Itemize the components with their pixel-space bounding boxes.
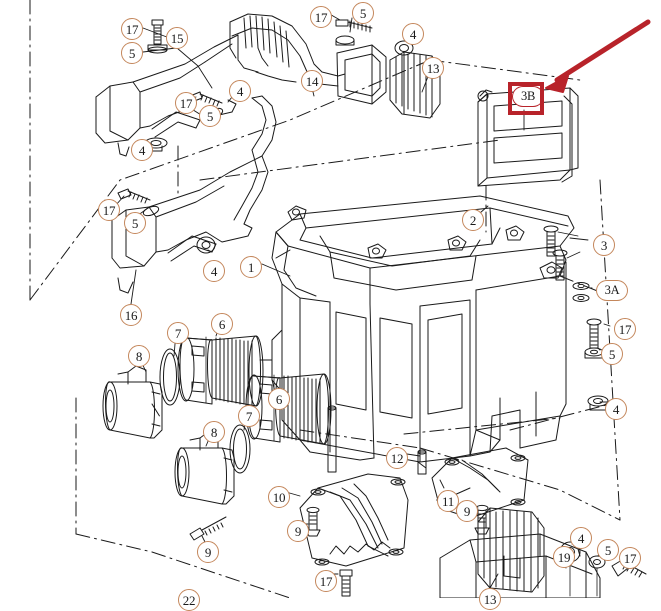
callout-6: 6 xyxy=(211,313,233,335)
part-bolt-17-left2 xyxy=(117,188,151,204)
callout-17: 17 xyxy=(619,547,641,569)
callout-16: 16 xyxy=(120,304,142,326)
part-screw-3-upper xyxy=(543,225,579,257)
callout-4: 4 xyxy=(402,23,424,45)
callout-5: 5 xyxy=(199,105,221,127)
part-bolt-17-bottom xyxy=(339,569,353,597)
callout-5: 5 xyxy=(121,42,143,64)
callout-4: 4 xyxy=(131,139,153,161)
callout-3b: 3B xyxy=(512,86,544,107)
part-cover-plate-3B xyxy=(477,87,579,187)
callout-2: 2 xyxy=(462,209,484,231)
callout-1: 1 xyxy=(240,256,262,278)
callout-4: 4 xyxy=(229,80,251,102)
callout-4: 4 xyxy=(570,527,592,549)
callout-7: 7 xyxy=(167,322,189,344)
callout-8: 8 xyxy=(203,421,225,443)
callout-9: 9 xyxy=(197,541,219,563)
callout-17: 17 xyxy=(98,199,120,221)
callout-10: 10 xyxy=(268,486,290,508)
callout-4: 4 xyxy=(605,398,627,420)
part-air-guide-19 xyxy=(439,533,601,598)
callout-17: 17 xyxy=(175,92,197,114)
part-bolt-17-top2 xyxy=(335,19,373,33)
part-seal-ring-7-upper xyxy=(159,348,181,406)
callout-5: 5 xyxy=(124,212,146,234)
callout-13: 13 xyxy=(422,57,444,79)
callout-5: 5 xyxy=(601,343,623,365)
part-washer-5-left2 xyxy=(142,205,160,217)
callout-17: 17 xyxy=(315,570,337,592)
callout-14: 14 xyxy=(301,70,323,92)
part-resonator-plate-10 xyxy=(299,473,409,567)
part-washer-3A-b xyxy=(572,294,590,302)
callout-4: 4 xyxy=(203,260,225,282)
callout-22: 22 xyxy=(178,589,200,611)
callout-11: 11 xyxy=(437,490,459,512)
red-annotation-arrow xyxy=(545,19,651,93)
callout-3a: 3A xyxy=(596,280,628,301)
diagram-linework xyxy=(29,0,651,598)
part-washer-5-top xyxy=(147,44,168,54)
callout-5: 5 xyxy=(597,539,619,561)
part-seal-ring-7-lower xyxy=(229,424,251,474)
callout-6: 6 xyxy=(268,388,290,410)
part-screw-3-lower xyxy=(552,249,581,281)
callout-17: 17 xyxy=(310,6,332,28)
callout-19: 19 xyxy=(553,546,575,568)
callout-17: 17 xyxy=(614,318,636,340)
callout-13: 13 xyxy=(479,588,501,610)
part-washer-5-top2 xyxy=(335,35,355,46)
callout-15: 15 xyxy=(166,27,188,49)
part-washer-5-bottomright xyxy=(588,555,606,597)
part-screw-9-left xyxy=(189,516,227,541)
callout-8: 8 xyxy=(128,345,150,367)
part-grommet-4-left2 xyxy=(196,236,216,254)
callout-9: 9 xyxy=(287,520,309,542)
part-corrugated-boot-13-top xyxy=(389,51,441,119)
callout-17: 17 xyxy=(121,18,143,40)
callout-9: 9 xyxy=(456,500,478,522)
callout-7: 7 xyxy=(238,405,260,427)
callout-3: 3 xyxy=(593,234,615,256)
part-pipe-12 xyxy=(327,405,427,475)
part-intake-duct-16 xyxy=(111,95,277,294)
callout-12: 12 xyxy=(386,447,408,469)
callout-5: 5 xyxy=(352,2,374,24)
part-maf-housing-8-upper xyxy=(102,365,163,439)
